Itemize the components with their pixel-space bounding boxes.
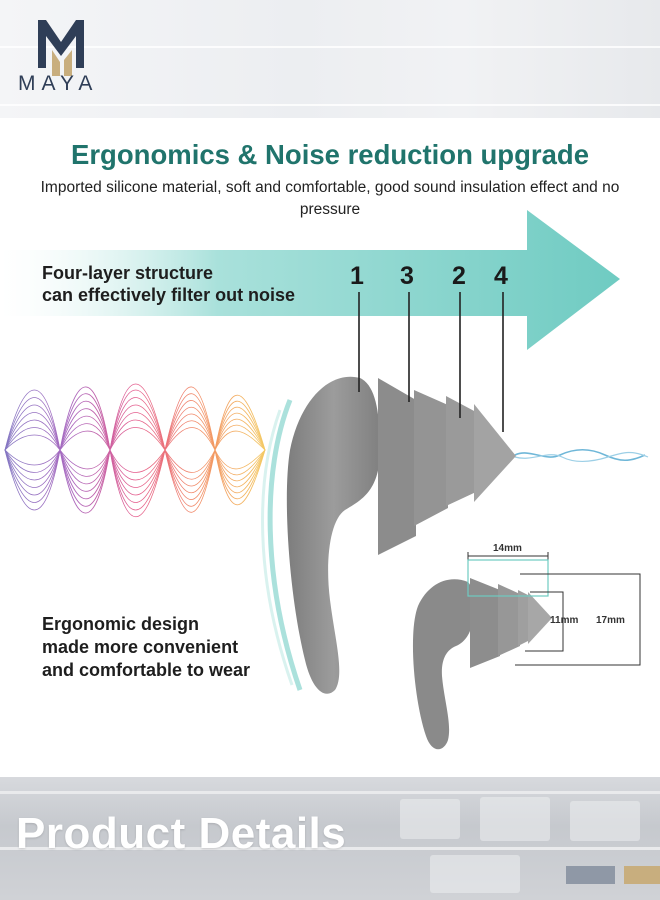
shelf-line: [0, 847, 660, 850]
ergonomic-line: and comfortable to wear: [42, 660, 251, 680]
subtitle: Imported silicone material, soft and com…: [40, 179, 620, 218]
earplug-small-graphic: [412, 578, 552, 750]
arrow-graphic: [0, 210, 620, 350]
layer-number: 4: [494, 262, 508, 290]
shelf-item: [400, 799, 460, 839]
brand-name: MAYA: [18, 72, 99, 95]
banner-line: [0, 46, 660, 48]
dimension-base: 17mm: [596, 615, 625, 626]
layer-number: 2: [452, 262, 466, 290]
layer-number: 3: [400, 262, 414, 290]
header-banner: [0, 0, 660, 118]
ergonomic-line: made more convenient: [42, 637, 239, 657]
structure-description: Four-layer structure can effectively fil…: [42, 262, 295, 306]
ergonomic-line: Ergonomic design: [42, 614, 200, 634]
dimension-lines: [467, 552, 641, 666]
structure-line: can effectively filter out noise: [42, 285, 296, 305]
layer-number: 1: [350, 262, 364, 290]
earplug-illustration: [4, 292, 649, 750]
structure-line: Four-layer structure: [42, 263, 214, 283]
footer-banner: [0, 777, 660, 900]
color-swatch-gray: [566, 866, 615, 884]
ergonomic-description: Ergonomic design made more convenient an…: [42, 613, 250, 682]
callout-lines: [358, 292, 504, 432]
color-swatch-gold: [624, 866, 660, 884]
page-title: Ergonomics & Noise reduction upgrade: [71, 139, 589, 170]
sound-wave-graphic: [4, 383, 266, 517]
shelf-item: [430, 855, 520, 893]
dimension-length: 14mm: [493, 543, 522, 554]
shelf-line: [0, 791, 660, 794]
section-title: Product Details: [16, 809, 347, 858]
banner-line: [0, 104, 660, 106]
earplug-large-graphic: [286, 376, 516, 694]
shelf-item: [480, 797, 550, 841]
maya-logo-icon[interactable]: [16, 16, 106, 96]
dimension-tip: 11mm: [550, 615, 579, 626]
shelf-item: [570, 801, 640, 841]
